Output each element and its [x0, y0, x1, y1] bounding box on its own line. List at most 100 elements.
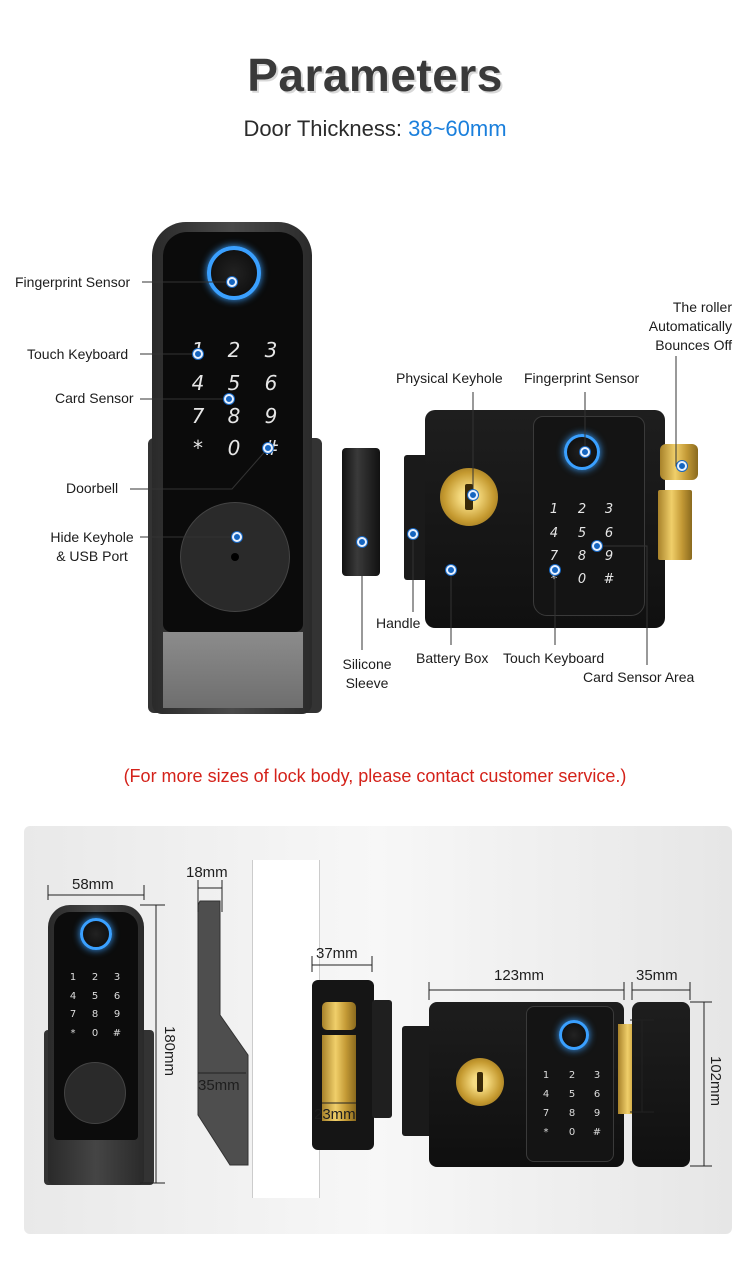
label-hide-keyhole: Hide Keyhole & USB Port — [40, 528, 144, 566]
dot-fingerprint — [227, 277, 237, 287]
lock-key-3: 3 — [604, 502, 614, 517]
dim-bolt-width: 23mm — [314, 1106, 356, 1123]
label-card-sensor: Card Sensor — [55, 390, 134, 406]
label-touch-keyboard: Touch Keyboard — [27, 346, 129, 362]
label-hide-keyhole-line1: Hide Keyhole — [50, 529, 134, 545]
small-key-5: 5 — [568, 1089, 576, 1100]
small-key-hash: # — [592, 1127, 602, 1138]
dot-card-sensor — [224, 394, 234, 404]
dim-key-6: 6 — [113, 991, 121, 1002]
label-roller-line1: The roller — [672, 299, 732, 315]
small-handle — [402, 1026, 432, 1136]
dim-front-fingerprint-icon — [80, 918, 112, 950]
label-battery-box: Battery Box — [416, 650, 489, 666]
label-hide-keyhole-line2: & USB Port — [56, 548, 128, 564]
lock-key-5: 5 — [577, 526, 587, 541]
dot-roller — [677, 461, 687, 471]
dim-handle-thickness: 18mm — [186, 864, 228, 881]
contact-notice: (For more sizes of lock body, please con… — [123, 766, 627, 786]
key-star: * — [193, 436, 203, 460]
lock-key-4: 4 — [549, 526, 559, 541]
label-card-sensor-area: Card Sensor Area — [583, 669, 695, 685]
dim-front-keyhole-cover — [64, 1062, 126, 1124]
dim-handle-depth: 35mm — [198, 1077, 240, 1094]
dim-front-width: 58mm — [72, 876, 114, 893]
door-thickness-label: Door Thickness: — [243, 116, 402, 141]
door-thickness-subtitle: Door Thickness: 38~60mm — [0, 116, 750, 142]
small-keyway-icon — [477, 1072, 483, 1092]
dot-battery-box — [446, 565, 456, 575]
side-roller — [322, 1002, 356, 1030]
label-physical-keyhole: Physical Keyhole — [396, 370, 503, 386]
dim-key-1: 1 — [69, 972, 77, 983]
label-touch-keyboard-right: Touch Keyboard — [503, 650, 605, 666]
label-roller-line3: Bounces Off — [655, 337, 732, 353]
dim-body-height: 102mm — [707, 1056, 724, 1107]
side-lock-back — [372, 1000, 392, 1118]
lock-key-7: 7 — [549, 549, 559, 564]
small-key-9: 9 — [593, 1108, 601, 1119]
panel-bottom-trim — [163, 632, 303, 708]
side-latch — [322, 1035, 356, 1121]
dot-fingerprint-right — [580, 447, 590, 457]
dim-key-2: 2 — [91, 972, 99, 983]
label-doorbell: Doorbell — [66, 480, 119, 496]
small-keypad-panel — [526, 1006, 614, 1162]
key-0: 0 — [227, 436, 241, 460]
lock-key-star: * — [550, 572, 558, 587]
dim-front-height: 180mm — [161, 1026, 178, 1077]
label-silicone-line1: Silicone — [342, 656, 392, 672]
label-roller-line2: Automatically — [648, 318, 732, 334]
lock-key-9: 9 — [604, 549, 614, 564]
lock-key-hash: # — [603, 572, 615, 587]
dot-touch-keyboard — [193, 349, 203, 359]
label-handle: Handle — [376, 615, 421, 631]
dim-body-width: 123mm — [494, 967, 545, 984]
dot-doorbell — [263, 443, 273, 453]
key-9: 9 — [264, 404, 278, 428]
dot-handle — [408, 529, 418, 539]
page-title: Parameters — [247, 49, 503, 101]
small-key-2: 2 — [568, 1070, 576, 1081]
dim-strike-width: 35mm — [636, 967, 678, 984]
dim-key-9: 9 — [113, 1009, 121, 1020]
small-key-0: 0 — [568, 1127, 576, 1138]
label-roller: The roller Automatically Bounces Off — [620, 298, 732, 355]
door-thickness-value: 38~60mm — [408, 116, 507, 141]
silicone-sleeve — [342, 448, 380, 576]
small-key-6: 6 — [593, 1089, 601, 1100]
keyhole-icon — [231, 553, 239, 561]
lock-key-8: 8 — [577, 549, 587, 564]
dot-card-sensor-area — [592, 541, 602, 551]
small-key-7: 7 — [542, 1108, 550, 1119]
dim-key-7: 7 — [69, 1009, 77, 1020]
lock-key-0: 0 — [577, 572, 587, 587]
lock-key-6: 6 — [604, 526, 614, 541]
key-4: 4 — [191, 371, 205, 395]
small-key-star: * — [543, 1127, 549, 1138]
label-fingerprint-sensor-right: Fingerprint Sensor — [524, 370, 640, 386]
label-fingerprint-sensor: Fingerprint Sensor — [15, 274, 131, 290]
dim-key-5: 5 — [91, 991, 99, 1002]
dim-key-0: 0 — [91, 1028, 99, 1039]
small-key-1: 1 — [542, 1070, 550, 1081]
dot-silicone — [357, 537, 367, 547]
lock-key-1: 1 — [549, 502, 559, 517]
small-key-3: 3 — [593, 1070, 601, 1081]
handle-side-view — [197, 900, 249, 1166]
dot-hide-keyhole — [232, 532, 242, 542]
label-silicone-sleeve: Silicone Sleeve — [333, 655, 401, 693]
dim-key-4: 4 — [69, 991, 77, 1002]
dot-physical-keyhole — [468, 490, 478, 500]
door-slab — [252, 860, 320, 1198]
dim-key-hash: # — [112, 1028, 122, 1039]
fingerprint-sensor-icon — [207, 246, 261, 300]
key-6: 6 — [264, 371, 278, 395]
latch-bolt — [658, 490, 692, 560]
dim-key-3: 3 — [113, 972, 121, 983]
dim-body-depth: 37mm — [316, 945, 358, 962]
dim-key-star: * — [70, 1028, 76, 1039]
label-silicone-line2: Sleeve — [345, 675, 389, 691]
key-5: 5 — [227, 371, 241, 395]
